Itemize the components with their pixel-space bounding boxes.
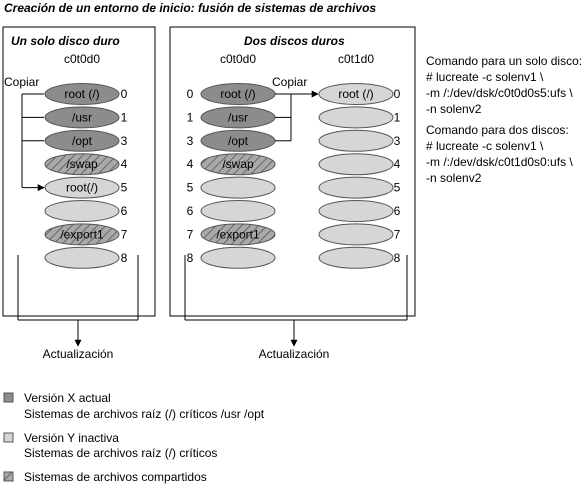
single-disk-panel-title: Un solo disco duro bbox=[11, 34, 120, 48]
disk-slice bbox=[44, 83, 120, 105]
single-update-label: Actualización bbox=[43, 347, 114, 361]
single-copy-label: Copiar bbox=[4, 75, 39, 89]
slice-number: 4 bbox=[121, 157, 128, 171]
legend-swatch-dark bbox=[3, 392, 14, 403]
slice-label: root (/) bbox=[338, 87, 373, 101]
slice-label: /export1 bbox=[216, 227, 260, 241]
double-disk2-name: c0t1d0 bbox=[338, 52, 374, 66]
slice-label: root(/) bbox=[66, 181, 98, 195]
disk-slice bbox=[318, 200, 394, 222]
command-single-line: -n solenv2 bbox=[426, 102, 482, 116]
slice-number: 8 bbox=[187, 251, 194, 265]
slice-number: 6 bbox=[187, 204, 194, 218]
single-disk-name: c0t0d0 bbox=[64, 52, 100, 66]
single-copy-connectors bbox=[21, 93, 45, 192]
disk-slice bbox=[318, 246, 394, 269]
double-update-label: Actualización bbox=[259, 347, 330, 361]
slice-label: /opt bbox=[228, 134, 249, 148]
legend-swatch-hatch bbox=[3, 471, 14, 482]
single-update-bracket bbox=[17, 255, 139, 347]
double-disk1-name: c0t0d0 bbox=[220, 52, 256, 66]
double-copy-connectors bbox=[275, 90, 319, 142]
disk-slice bbox=[318, 83, 394, 105]
slice-number: 1 bbox=[121, 110, 128, 124]
slice-number: 4 bbox=[394, 157, 401, 171]
command-double-line: -n solenv2 bbox=[426, 171, 482, 185]
slice-number: 3 bbox=[394, 134, 401, 148]
disk-slice bbox=[44, 246, 120, 269]
slice-number: 5 bbox=[121, 181, 128, 195]
slice-label: /swap bbox=[66, 157, 98, 171]
single-disk-panel bbox=[2, 26, 156, 317]
legend-text: Sistemas de archivos compartidos bbox=[24, 470, 207, 484]
slice-label: root (/) bbox=[64, 87, 99, 101]
slice-label: /usr bbox=[72, 110, 92, 124]
slice-number: 8 bbox=[121, 251, 128, 265]
slice-number: 1 bbox=[187, 110, 194, 124]
slice-number: 6 bbox=[121, 204, 128, 218]
disk-slice bbox=[44, 223, 120, 246]
double-disk-panel-title: Dos discos duros bbox=[244, 34, 345, 48]
command-single-line: # lucreate -c solenv1 \ bbox=[426, 70, 544, 84]
slice-number: 3 bbox=[187, 134, 194, 148]
slice-number: 7 bbox=[187, 227, 194, 241]
disk-slice bbox=[200, 153, 276, 176]
command-double-line: Comando para dos discos: bbox=[426, 123, 569, 137]
command-single-line: Comando para un solo disco: bbox=[426, 54, 582, 68]
slice-number: 5 bbox=[394, 181, 401, 195]
slice-number: 0 bbox=[394, 87, 401, 101]
double-copy-label: Copiar bbox=[272, 75, 307, 89]
slice-label: /opt bbox=[72, 134, 93, 148]
slice-number: 8 bbox=[394, 251, 401, 265]
disk-slice bbox=[44, 153, 120, 176]
slice-number: 6 bbox=[394, 204, 401, 218]
disk-slice bbox=[318, 106, 394, 129]
disk-slice bbox=[318, 176, 394, 199]
legend-text: Sistemas de archivos raíz (/) críticos /… bbox=[24, 407, 265, 421]
legend-text: Sistemas de archivos raíz (/) críticos bbox=[24, 446, 217, 460]
command-double-line: -m /:/dev/dsk/c0t1d0s0:ufs \ bbox=[426, 155, 573, 169]
slice-label: root (/) bbox=[220, 87, 255, 101]
slice-label: /usr bbox=[228, 110, 248, 124]
command-double-line: # lucreate -c solenv1 \ bbox=[426, 139, 544, 153]
slice-label: /export1 bbox=[60, 227, 104, 241]
disk-slice bbox=[44, 176, 120, 199]
double-disk-panel bbox=[169, 26, 416, 317]
slice-number: 7 bbox=[394, 227, 401, 241]
diagram-title: Creación de un entorno de inicio: fusión… bbox=[4, 1, 376, 15]
disk-slice bbox=[44, 129, 120, 152]
slice-label: /swap bbox=[222, 157, 254, 171]
commands-double: Comando para dos discos: # lucreate -c s… bbox=[426, 123, 573, 185]
slice-number: 0 bbox=[187, 87, 194, 101]
disk-slice bbox=[318, 223, 394, 246]
single-disk-slices: root (/) 0/usr 1/opt 3/swap 4 root(/) 5 6/expor… bbox=[44, 83, 128, 269]
slice-number: 1 bbox=[394, 110, 401, 124]
disk-slice bbox=[44, 200, 120, 222]
disk-slice bbox=[44, 106, 120, 129]
legend-text: Versión X actual bbox=[24, 391, 111, 405]
slice-number: 7 bbox=[121, 227, 128, 241]
legend-text: Versión Y inactiva bbox=[24, 431, 119, 445]
double-update-bracket bbox=[184, 255, 408, 347]
slice-number: 5 bbox=[187, 181, 194, 195]
disk-slice bbox=[200, 200, 276, 222]
disk-slice bbox=[318, 153, 394, 176]
disk-slice bbox=[200, 246, 276, 269]
disk-slice bbox=[200, 223, 276, 246]
slice-number: 3 bbox=[121, 134, 128, 148]
legend: Versión X actual Sistemas de archivos ra… bbox=[3, 391, 265, 484]
disk-slice bbox=[200, 176, 276, 199]
disk-slice bbox=[318, 129, 394, 152]
slice-number: 4 bbox=[187, 157, 194, 171]
command-single-line: -m /:/dev/dsk/c0t0d0s5:ufs \ bbox=[426, 86, 573, 100]
legend-swatch-light bbox=[3, 432, 14, 443]
double-disk-slices: root (/) 0/usr 1/opt 3/swap 4 5 6/export1 7 8 roo… bbox=[187, 83, 401, 269]
slice-number: 0 bbox=[121, 87, 128, 101]
commands-single: Comando para un solo disco: # lucreate -… bbox=[426, 54, 582, 116]
